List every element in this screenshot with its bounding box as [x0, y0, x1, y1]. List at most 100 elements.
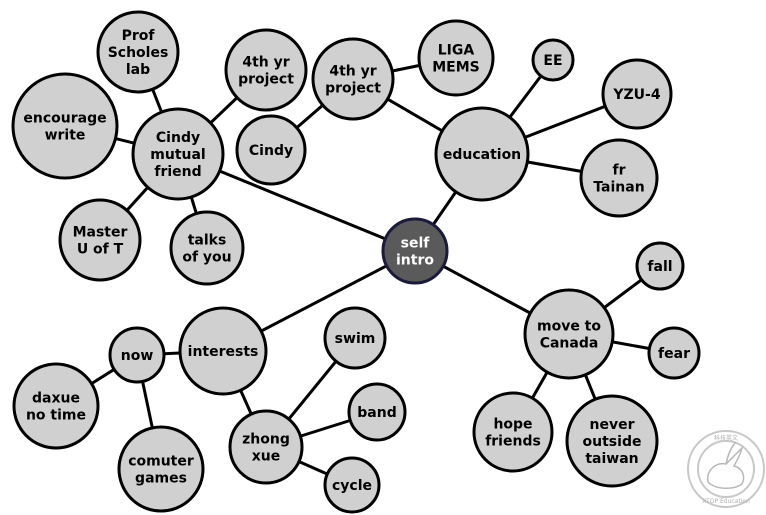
- node-circle-ee: [531, 38, 575, 82]
- node-ee: EE: [531, 38, 575, 82]
- node-label-line: fall: [647, 259, 672, 275]
- node-circle-cindy: [235, 114, 307, 186]
- node-label-line: games: [135, 471, 187, 487]
- node-fall: fall: [635, 241, 685, 291]
- node-circle-project-left: [224, 28, 308, 112]
- node-label-line: friend: [154, 164, 201, 180]
- node-label-line: of you: [182, 250, 231, 266]
- node-label-line: self: [401, 236, 431, 252]
- node-label-yzu4: YZU-4: [612, 87, 660, 103]
- node-label-line: 4th yr: [242, 55, 289, 71]
- node-cindy: Cindy: [235, 114, 307, 186]
- node-circle-master-uoft: [58, 198, 142, 282]
- logo-ring-text: XTOP Education: [702, 498, 750, 505]
- node-label-line: mutual: [150, 147, 205, 163]
- node-yzu4: YZU-4: [601, 58, 673, 130]
- node-interests: interests: [178, 306, 268, 396]
- node-label-line: Prof: [122, 28, 156, 44]
- node-label-line: friends: [485, 434, 541, 450]
- node-label-band: band: [357, 405, 396, 421]
- node-label-line: MEMS: [432, 60, 480, 76]
- node-label-ee: EE: [543, 53, 562, 69]
- node-swim: swim: [323, 306, 387, 370]
- watermark-logo: 科技英文 XTOP Education: [687, 430, 765, 508]
- node-circle-prof-scholes: [96, 10, 180, 94]
- node-label-line: U of T: [77, 242, 124, 258]
- node-cycle: cycle: [323, 456, 381, 514]
- node-label-line: swim: [335, 331, 376, 347]
- node-label-line: band: [357, 405, 396, 421]
- node-label-line: encourage: [23, 111, 106, 127]
- node-band: band: [347, 382, 407, 442]
- node-label-line: Scholes: [108, 45, 169, 61]
- node-label-line: fear: [658, 346, 690, 362]
- node-circle-fr-tainan: [579, 138, 659, 218]
- node-label-line: lab: [126, 62, 150, 78]
- node-label-line: move to: [537, 319, 601, 335]
- node-label-line: hope: [493, 417, 532, 433]
- node-label-line: EE: [543, 53, 562, 69]
- node-circle-swim: [323, 306, 387, 370]
- node-circle-cindy-friend: [131, 107, 225, 201]
- node-label-line: fr: [613, 163, 626, 179]
- rabbit-icon: [707, 441, 745, 489]
- node-now: now: [108, 326, 166, 384]
- node-label-line: no time: [26, 408, 86, 424]
- node-circle-interests: [178, 306, 268, 396]
- node-circle-encourage-write: [11, 72, 119, 180]
- node-circle-cycle: [323, 456, 381, 514]
- node-circle-now: [108, 326, 166, 384]
- node-label-line: Tainan: [593, 180, 644, 196]
- node-label-now: now: [121, 348, 154, 364]
- node-circle-comuter-games: [117, 425, 205, 513]
- node-label-line: Cindy: [249, 143, 293, 159]
- logo-top-text: 科技英文: [714, 434, 738, 442]
- node-label-interests: interests: [188, 344, 259, 360]
- node-label-line: project: [325, 81, 381, 97]
- node-label-line: never: [590, 417, 635, 433]
- node-label-fall: fall: [647, 259, 672, 275]
- node-label-line: project: [238, 72, 294, 88]
- node-circle-education: [434, 106, 530, 202]
- node-label-line: LIGA: [438, 43, 475, 59]
- node-circle-fear: [647, 326, 701, 380]
- node-label-education: education: [443, 147, 521, 163]
- node-circle-zhong-xue: [228, 409, 304, 485]
- node-label-line: intro: [396, 253, 434, 269]
- node-label-line: Master: [73, 225, 128, 241]
- node-circle-yzu4: [601, 58, 673, 130]
- node-circle-band: [347, 382, 407, 442]
- node-label-cycle: cycle: [332, 478, 372, 494]
- node-circle-liga-mems: [417, 19, 495, 97]
- node-circle-project-right: [311, 37, 395, 121]
- node-label-line: 4th yr: [329, 64, 376, 80]
- node-label-line: education: [443, 147, 521, 163]
- node-label-line: interests: [188, 344, 259, 360]
